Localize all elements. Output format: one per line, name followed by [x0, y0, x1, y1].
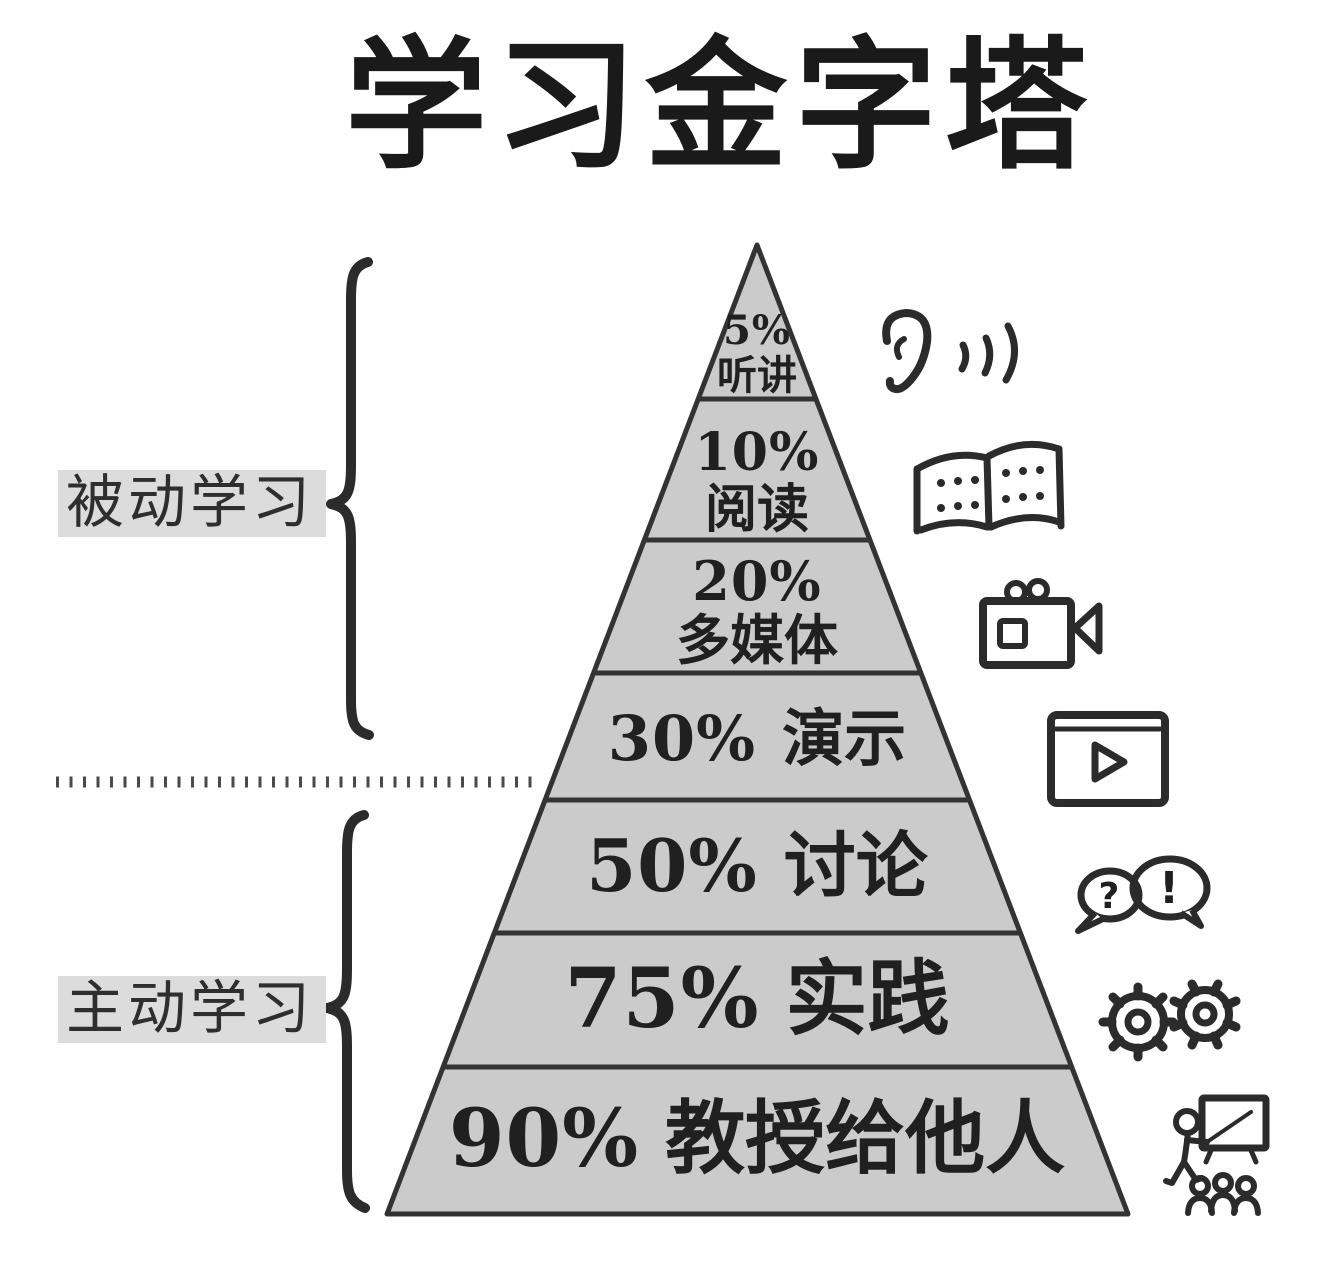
- whiteboard: [1198, 1094, 1270, 1152]
- level-listening: 5% 听讲: [407, 308, 1107, 398]
- level-percent: 10%: [694, 422, 820, 483]
- ear-icon: [882, 309, 1018, 394]
- level-reading: 10% 阅读: [407, 424, 1107, 538]
- pointer-stick: [1205, 1110, 1253, 1144]
- level-percent: 30%: [607, 702, 757, 775]
- speech-bubbles-icon: ? !: [1075, 855, 1211, 934]
- active-learning-label: 主动学习: [58, 976, 327, 1043]
- passive-brace: [326, 257, 374, 740]
- video-camera-icon: [979, 578, 1103, 669]
- level-label: 多媒体: [676, 608, 838, 672]
- level-multimedia: 20% 多媒体: [407, 552, 1107, 670]
- question-mark: ?: [1099, 876, 1120, 917]
- level-percent: 5%: [723, 307, 791, 354]
- level-label: 讨论: [783, 823, 928, 908]
- level-practice: 75%实践: [407, 955, 1107, 1043]
- pyramid-shape: [384, 242, 1131, 1217]
- audience-figures: [1185, 1172, 1261, 1216]
- level-label: 教授给他人: [665, 1091, 1066, 1185]
- level-percent: 90%: [448, 1091, 640, 1185]
- level-label: 听讲: [717, 352, 797, 399]
- pyramid-dividers: [443, 396, 1072, 1070]
- level-percent: 50%: [586, 823, 758, 908]
- gear-right: [1169, 979, 1241, 1050]
- level-label: 阅读: [704, 479, 809, 540]
- active-brace: [322, 810, 370, 1213]
- gear-left: [1098, 982, 1178, 1062]
- video-player-icon: [1047, 711, 1169, 807]
- gears-icon: [1098, 979, 1241, 1062]
- page-title: 学习金字塔: [345, 23, 1095, 189]
- level-label: 演示: [782, 702, 907, 775]
- exclamation-mark: !: [1159, 863, 1179, 914]
- book-text-dots: [937, 466, 1044, 512]
- passive-learning-label: 被动学习: [58, 470, 327, 537]
- level-percent: 20%: [692, 549, 822, 613]
- level-demonstration: 30%演示: [407, 706, 1107, 772]
- level-teach-others: 90% 教授给他人: [407, 1094, 1107, 1182]
- level-percent: 75%: [564, 951, 760, 1047]
- book-icon: [913, 440, 1065, 535]
- level-label: 实践: [785, 951, 950, 1047]
- teaching-board-icon: [1163, 1094, 1270, 1216]
- level-discussion: 50%讨论: [407, 828, 1107, 904]
